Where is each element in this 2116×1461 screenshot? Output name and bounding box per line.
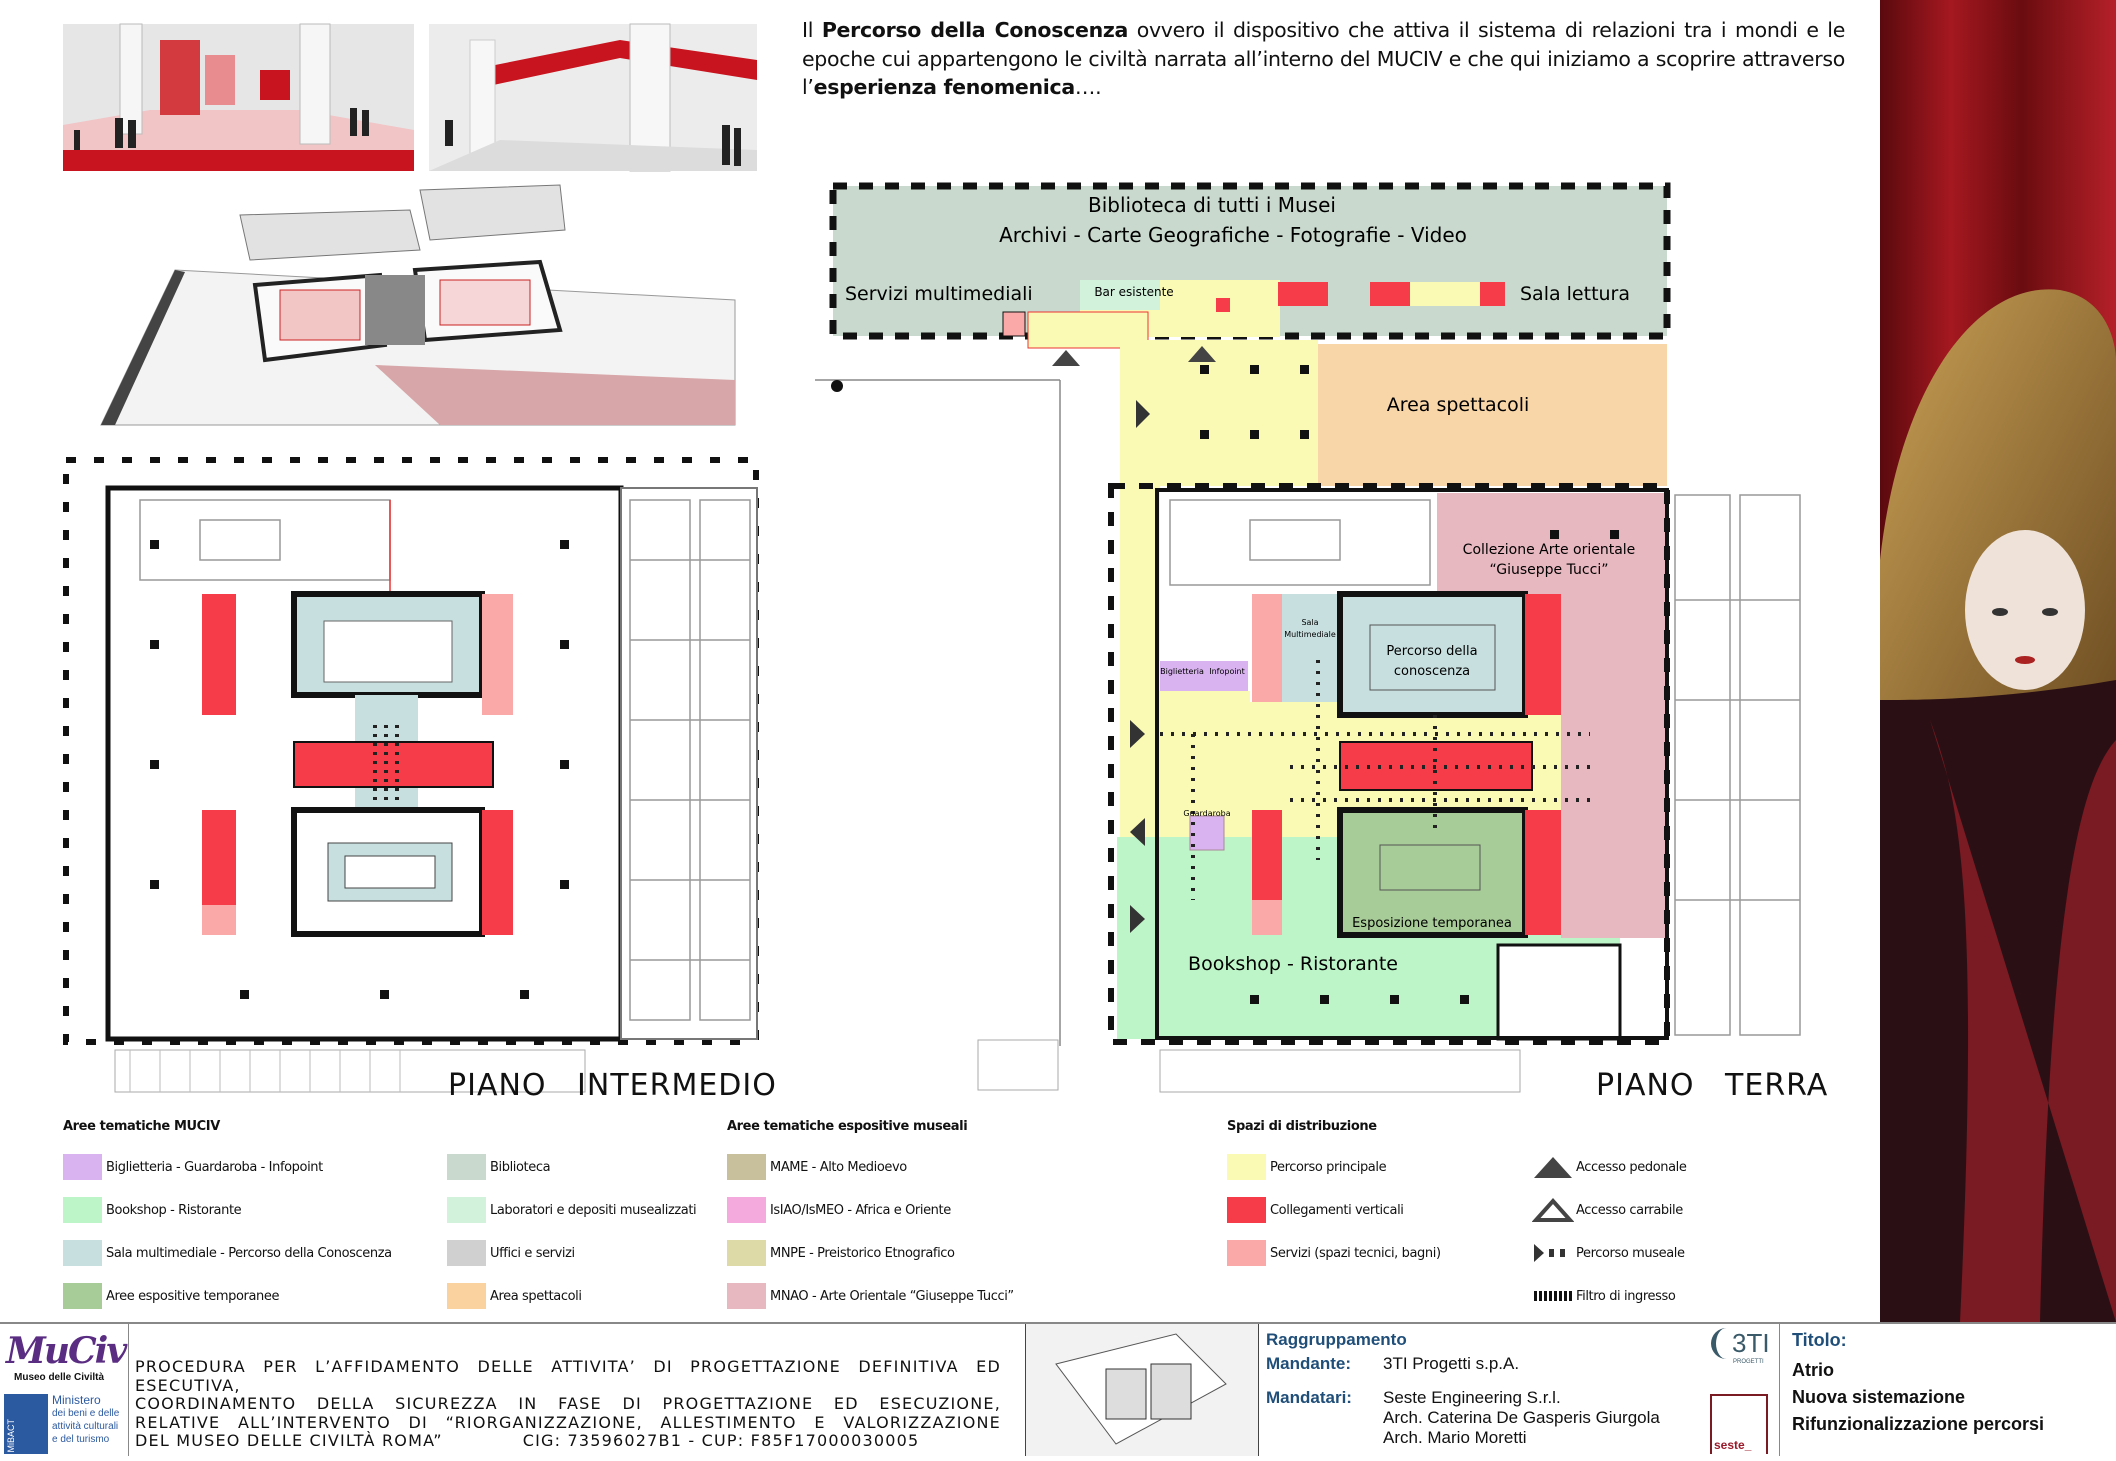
muciv-logo: MuCiv Museo delle Civiltà MiBACT Ministe… xyxy=(4,1330,127,1454)
render-perspective-1 xyxy=(63,23,414,171)
legend-label: Accesso carrabile xyxy=(1576,1202,1683,1218)
intro-text: Il Percorso della Conoscenza ovvero il d… xyxy=(802,18,1846,99)
legend-swatch xyxy=(1227,1154,1266,1180)
legend-item: Biglietteria - Guardaroba - Infopoint xyxy=(63,1154,323,1180)
legend-item: MNPE - Preistorico Etnografico xyxy=(727,1240,955,1266)
legend-label: MAME - Alto Medioevo xyxy=(770,1159,907,1175)
raggruppamento-block: Raggruppamento xyxy=(1266,1330,1407,1349)
legend-item: Servizi (spazi tecnici, bagni) xyxy=(1227,1240,1441,1266)
mibact-logo: MiBACT xyxy=(4,1394,48,1454)
legend-item: MAME - Alto Medioevo xyxy=(727,1154,907,1180)
plan-title-intermedio: PIANO INTERMEDIO xyxy=(448,1068,777,1103)
legend-label: Collegamenti verticali xyxy=(1270,1202,1404,1218)
photo-costumed-figure xyxy=(1880,0,2116,1322)
hatch-icon xyxy=(1532,1283,1574,1309)
cig-cup: CIG: 73596027B1 - CUP: F85F17000030005 xyxy=(522,1431,920,1450)
legend-label: Accesso pedonale xyxy=(1576,1159,1687,1175)
legend-title-distribuzione: Spazi di distribuzione xyxy=(1227,1119,1377,1134)
footer-divider xyxy=(0,1322,2116,1324)
legend-item: Bookshop - Ristorante xyxy=(63,1197,242,1223)
legend-swatch xyxy=(447,1197,486,1223)
legend-item: Sala multimediale - Percorso della Conos… xyxy=(63,1240,392,1266)
legend-item: MNAO - Arte Orientale “Giuseppe Tucci” xyxy=(727,1283,1014,1309)
legend-title-musei: Aree tematiche espositive museali xyxy=(727,1119,968,1134)
axonometric-view xyxy=(100,184,736,426)
legend-label: Biblioteca xyxy=(490,1159,551,1175)
footer-thumbnail xyxy=(1025,1324,1259,1456)
legend-swatch xyxy=(727,1283,766,1309)
legend-item: Uffici e servizi xyxy=(447,1240,575,1266)
legend-swatch xyxy=(1227,1197,1266,1223)
legend-swatch xyxy=(447,1154,486,1180)
mandante: 3TI Progetti s.p.A. xyxy=(1383,1354,1520,1373)
arrow-dots-icon xyxy=(1532,1240,1574,1266)
legend-item: Laboratori e depositi musealizzati xyxy=(447,1197,697,1223)
legend-swatch xyxy=(447,1283,486,1309)
legend-label: Servizi (spazi tecnici, bagni) xyxy=(1270,1245,1441,1261)
render-perspective-2 xyxy=(429,23,757,172)
legend-item: Percorso principale xyxy=(1227,1154,1387,1180)
legend-label: Percorso museale xyxy=(1576,1245,1685,1261)
legend-label: MNAO - Arte Orientale “Giuseppe Tucci” xyxy=(770,1288,1014,1304)
legend-swatch xyxy=(1227,1240,1266,1266)
legend-swatch xyxy=(63,1154,102,1180)
legend-label: Laboratori e depositi musealizzati xyxy=(490,1202,697,1218)
procedure-text: PROCEDURA PER L’AFFIDAMENTO DELLE ATTIVI… xyxy=(135,1357,1001,1450)
legend-item: Biblioteca xyxy=(447,1154,551,1180)
legend-swatch xyxy=(447,1240,486,1266)
legend-title-muciv: Aree tematiche MUCIV xyxy=(63,1119,220,1134)
legend-item: IsIAO/IsMEO - Africa e Oriente xyxy=(727,1197,951,1223)
legend-swatch xyxy=(63,1197,102,1223)
legend-label: Aree espositive temporanee xyxy=(106,1288,280,1304)
legend-swatch xyxy=(727,1197,766,1223)
3ti-logo: 3TI PROGETTI xyxy=(1711,1328,1773,1388)
legend-swatch xyxy=(63,1283,102,1309)
legend-swatch xyxy=(63,1240,102,1266)
legend-label: Filtro di ingresso xyxy=(1576,1288,1676,1304)
floor-plan-piano-terra xyxy=(815,182,1801,1093)
legend-label: Percorso principale xyxy=(1270,1159,1387,1175)
legend-item: Filtro di ingresso xyxy=(1532,1283,1676,1309)
legend-label: MNPE - Preistorico Etnografico xyxy=(770,1245,955,1261)
plan-title-terra: PIANO TERRA xyxy=(1596,1068,1829,1103)
outline-triangle-icon xyxy=(1532,1197,1574,1223)
legend-label: Area spettacoli xyxy=(490,1288,582,1304)
floor-plan-piano-intermedio xyxy=(63,457,759,1093)
legend-item: Accesso carrabile xyxy=(1532,1197,1683,1223)
filled-triangle-icon xyxy=(1532,1154,1574,1180)
legend-swatch xyxy=(727,1154,766,1180)
legend-item: Area spettacoli xyxy=(447,1283,582,1309)
mandatari: Seste Engineering S.r.l.Arch. Caterina D… xyxy=(1383,1388,1660,1447)
legend-label: Sala multimediale - Percorso della Conos… xyxy=(106,1245,392,1261)
legend-swatch xyxy=(727,1240,766,1266)
legend-label: IsIAO/IsMEO - Africa e Oriente xyxy=(770,1202,951,1218)
legend-item: Accesso pedonale xyxy=(1532,1154,1687,1180)
legend-label: Uffici e servizi xyxy=(490,1245,575,1261)
legend-item: Collegamenti verticali xyxy=(1227,1197,1404,1223)
legend-label: Bookshop - Ristorante xyxy=(106,1202,242,1218)
legend-item: Aree espositive temporanee xyxy=(63,1283,279,1309)
seste-logo: seste_ xyxy=(1710,1394,1768,1454)
legend-label: Biglietteria - Guardaroba - Infopoint xyxy=(106,1159,323,1175)
legend-item: Percorso museale xyxy=(1532,1240,1685,1266)
titolo-label: Titolo: xyxy=(1792,1330,1847,1350)
